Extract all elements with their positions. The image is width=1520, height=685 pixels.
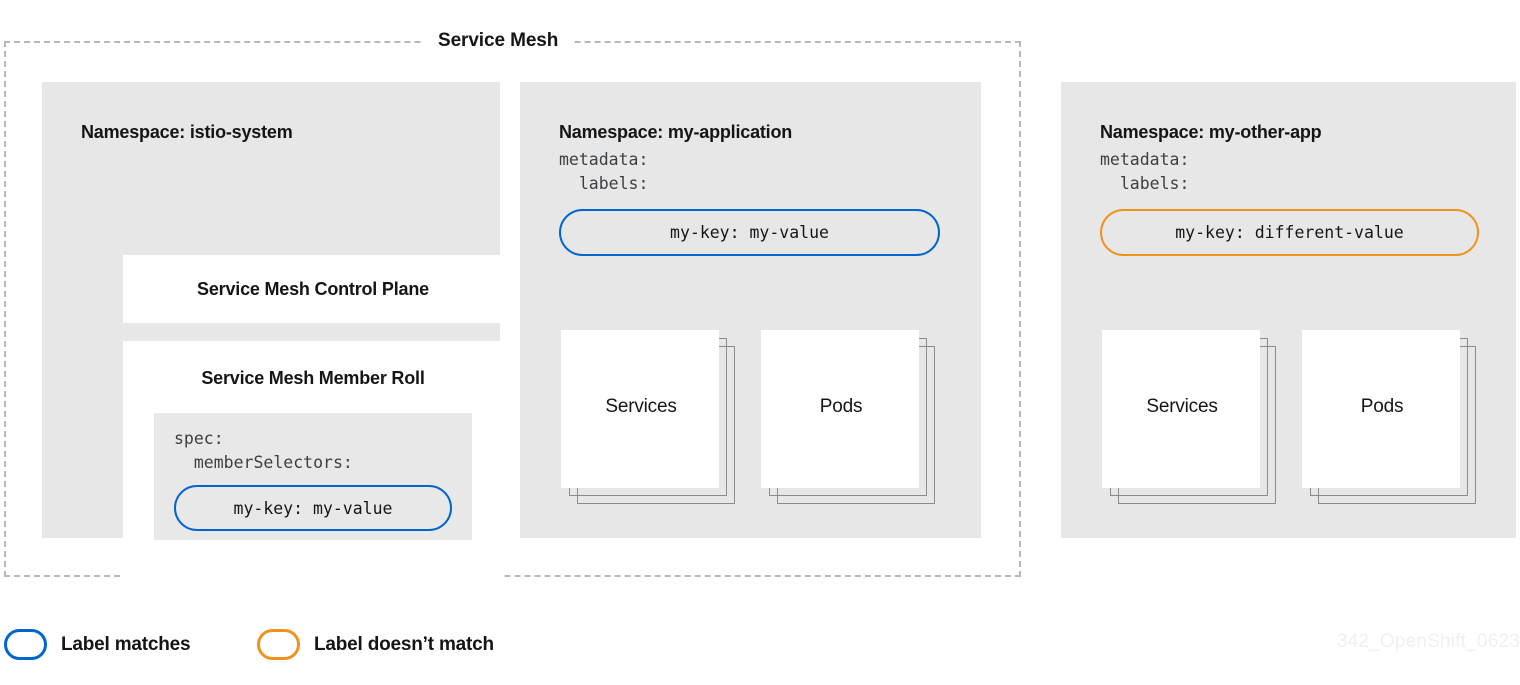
legend-swatch-orange-pill-icon	[257, 629, 300, 660]
legend-item-label-doesnt-match: Label doesn’t match	[257, 629, 494, 660]
namespace-panel-my-application: Namespace: my-application metadata: labe…	[520, 82, 981, 538]
card-title: Service Mesh Control Plane	[197, 279, 429, 299]
resource-label: Pods	[1360, 396, 1404, 417]
namespace-metadata-yaml: metadata: labels:	[1100, 150, 1190, 193]
namespace-heading: Namespace: istio-system	[81, 122, 293, 142]
legend-item-label-matches: Label matches	[4, 629, 191, 660]
namespace-heading: Namespace: my-other-app	[1100, 122, 1322, 142]
legend: Label matches Label doesn’t match	[0, 625, 1520, 671]
member-roll-yaml: spec: memberSelectors:	[174, 429, 353, 472]
resource-label: Services	[1146, 396, 1218, 417]
card-service-mesh-control-plane: Service Mesh Control Plane	[123, 255, 503, 323]
legend-label: Label doesn’t match	[314, 633, 494, 655]
namespace-panel-istio-system: Namespace: istio-system Service Mesh Con…	[42, 82, 503, 580]
resource-stack-pods: Pods	[761, 330, 935, 505]
namespace-heading: Namespace: my-application	[559, 122, 793, 142]
label-pill-member-selector: my-key: my-value	[174, 485, 452, 531]
stack-sheet-front: Pods	[1302, 330, 1460, 488]
label-pill-namespace-label: my-key: different-value	[1100, 209, 1479, 256]
legend-label: Label matches	[61, 633, 191, 655]
legend-swatch-blue-pill-icon	[4, 629, 47, 660]
resource-stack-services: Services	[561, 330, 735, 505]
stack-sheet-front: Services	[561, 330, 719, 488]
resource-label: Services	[605, 396, 677, 417]
card-service-mesh-member-roll: Service Mesh Member Roll spec: memberSel…	[123, 341, 503, 580]
resource-label: Pods	[819, 396, 863, 417]
stack-sheet-front: Services	[1102, 330, 1260, 488]
namespace-panel-my-other-app: Namespace: my-other-app metadata: labels…	[1061, 82, 1516, 538]
label-pill-namespace-label: my-key: my-value	[559, 209, 940, 256]
resource-stack-pods: Pods	[1302, 330, 1476, 505]
member-roll-spec-block: spec: memberSelectors: my-key: my-value	[154, 413, 472, 540]
namespace-metadata-yaml: metadata: labels:	[559, 150, 649, 193]
card-title: Service Mesh Member Roll	[201, 368, 425, 388]
stack-sheet-front: Pods	[761, 330, 919, 488]
resource-stack-services: Services	[1102, 330, 1276, 505]
watermark: 342_OpenShift_0623	[1336, 631, 1520, 652]
service-mesh-title: Service Mesh	[424, 28, 573, 54]
